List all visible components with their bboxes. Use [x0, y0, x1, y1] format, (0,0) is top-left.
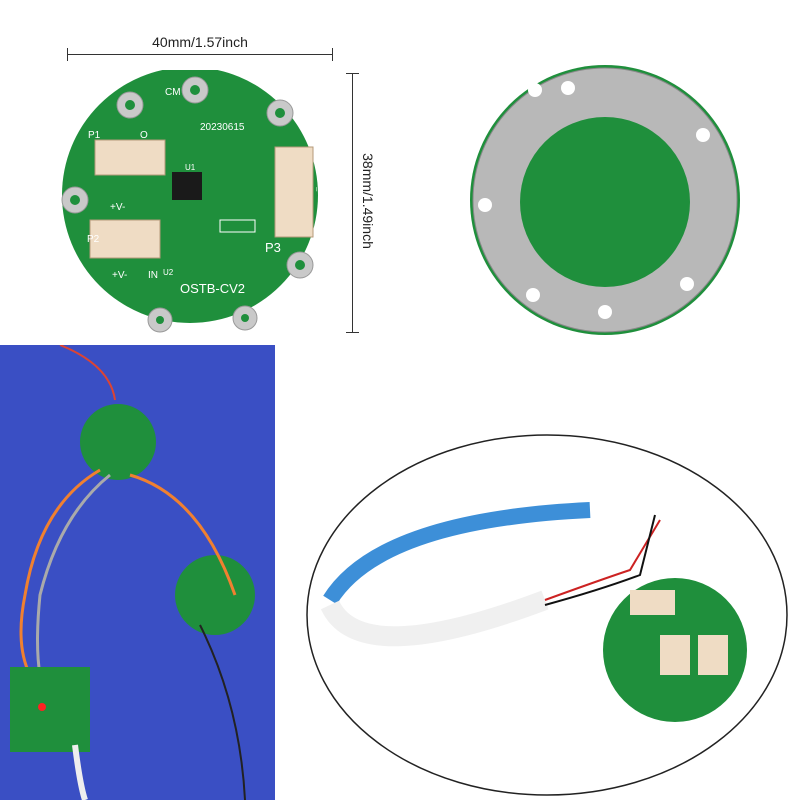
- marking-pwr2: +V-: [112, 270, 127, 281]
- pcb-front-image: CM 20230615 P1 O P2 P3 +V- +V- IN U1 U2 …: [61, 70, 323, 333]
- marking-p2: P2: [87, 234, 100, 245]
- height-label: 38mm/1.49inch: [360, 153, 376, 249]
- marking-p1: P1: [88, 130, 101, 141]
- height-dimension: 38mm/1.49inch: [345, 73, 385, 333]
- width-dimension: 40mm/1.57inch: [67, 34, 333, 64]
- marking-date: 20230615: [200, 122, 245, 133]
- marking-o: O: [140, 130, 148, 141]
- marking-u2: U2: [163, 268, 174, 277]
- width-label: 40mm/1.57inch: [152, 34, 248, 50]
- marking-connector-code: 1209390_Y522: [316, 160, 323, 208]
- wired-boards-photo: [0, 345, 275, 800]
- marking-in: IN: [148, 270, 158, 281]
- pcb-back-image: [470, 65, 740, 335]
- marking-cm: CM: [165, 87, 181, 98]
- marking-pwr1: +V-: [110, 202, 125, 213]
- led-strip-photo: [306, 434, 788, 796]
- marking-u1: U1: [185, 163, 196, 172]
- marking-model: OSTB-CV2: [180, 281, 245, 296]
- marking-p3: P3: [265, 240, 281, 255]
